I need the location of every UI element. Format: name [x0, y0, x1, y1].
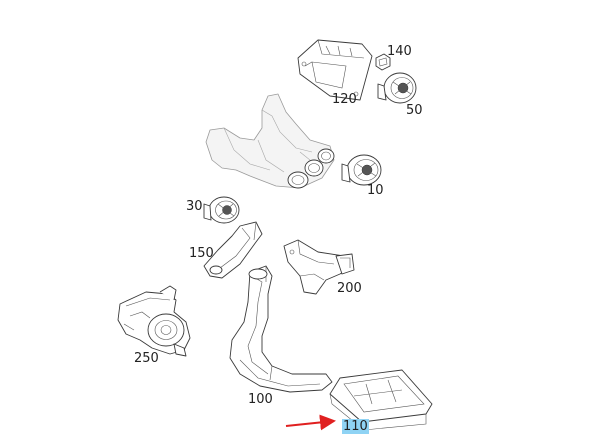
part-100-floor-duct: [229, 265, 333, 393]
callout-30: 30: [186, 199, 203, 214]
callout-110: 110: [342, 419, 369, 434]
part-120-bracket: [297, 39, 373, 101]
callout-200: 200: [337, 281, 362, 296]
callout-10: 10: [367, 183, 384, 198]
part-140-clip: [375, 53, 391, 71]
part-10-vent: [341, 154, 382, 186]
callout-50: 50: [406, 103, 423, 118]
part-50-vent: [377, 72, 417, 104]
callout-120: 120: [332, 92, 357, 107]
callout-140: 140: [387, 44, 412, 59]
part-250-blower: [117, 285, 191, 357]
callout-150: 150: [189, 246, 214, 261]
pointer-arrow: [285, 414, 336, 431]
part-30-vent: [203, 196, 240, 224]
callout-250: 250: [134, 351, 159, 366]
part-110-rear-duct-plate: [329, 369, 433, 431]
callout-100: 100: [248, 392, 273, 407]
part-200-footwell-duct: [283, 239, 355, 295]
air-distributor-housing: [205, 93, 335, 189]
part-150-side-duct: [203, 221, 263, 279]
